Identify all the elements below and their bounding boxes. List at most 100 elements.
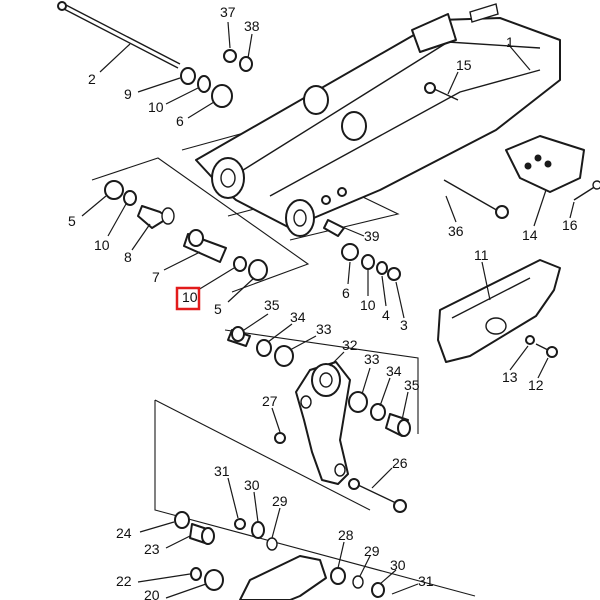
callout-35-left: 35 <box>264 297 280 313</box>
callout-12: 12 <box>528 377 544 393</box>
bolt-26-shank <box>355 483 399 505</box>
upper-boss-left <box>303 85 329 115</box>
leader-5-left <box>81 195 107 217</box>
callout-30-left: 30 <box>244 477 260 493</box>
leader-34-right <box>379 377 391 407</box>
callout-5-left: 5 <box>68 213 76 229</box>
bolt-15-shank <box>431 87 459 101</box>
leader-31-right <box>391 583 419 595</box>
leader-36 <box>445 195 457 223</box>
relay-arm <box>295 361 351 485</box>
leader-7 <box>163 251 201 271</box>
chain-guide-hole-3 <box>524 162 532 170</box>
leader-10-left <box>107 203 127 237</box>
rear-link-slot <box>451 277 531 319</box>
assembly-box-lower-left <box>154 400 476 597</box>
callout-7: 7 <box>152 269 160 285</box>
callout-22: 22 <box>116 573 132 589</box>
collar-9 <box>180 67 196 85</box>
leader-13 <box>509 345 529 371</box>
leader-4 <box>381 275 387 307</box>
bolt-26-nut <box>348 478 360 490</box>
callout-10-highlighted: 10 <box>182 289 198 305</box>
leader-26 <box>371 467 393 489</box>
upper-boss-right <box>341 111 367 141</box>
nut-3 <box>387 267 401 281</box>
leader-3 <box>395 281 405 319</box>
swingarm-bracket <box>411 13 457 53</box>
leader-29-right <box>359 555 371 577</box>
callout-14: 14 <box>522 227 538 243</box>
leader-2 <box>99 43 131 73</box>
left-bushing-set <box>104 180 268 281</box>
collar-8-end <box>161 207 175 225</box>
leader-11 <box>481 261 491 301</box>
pivot-shaft-body <box>61 7 179 69</box>
callout-34-right: 34 <box>386 363 402 379</box>
washer-38 <box>239 56 253 72</box>
leader-10-lower <box>197 267 235 291</box>
callout-26: 26 <box>392 455 408 471</box>
leader-33-left <box>289 335 317 351</box>
callout-39: 39 <box>364 228 380 244</box>
washer-30-right <box>371 582 385 598</box>
callout-10-center: 10 <box>360 297 376 313</box>
pin-7-head <box>188 229 204 247</box>
bearing-33-left <box>274 345 294 367</box>
collar-8 <box>137 205 169 229</box>
swingarm-rib-bottom <box>269 69 541 197</box>
leader-23 <box>165 535 191 549</box>
collar-35-right-end <box>397 419 411 437</box>
leader-35-left <box>243 313 269 331</box>
callout-4: 4 <box>382 307 390 323</box>
callout-33-left: 33 <box>316 321 332 337</box>
pivot-shaft-head <box>57 1 67 11</box>
callout-27: 27 <box>262 393 278 409</box>
leader-33-right <box>361 367 371 395</box>
callout-6-upper: 6 <box>176 113 184 129</box>
oring-29-right <box>352 575 364 589</box>
leader-38 <box>247 33 253 59</box>
callout-34-left: 34 <box>290 309 306 325</box>
chain-guide-hole-1 <box>534 154 542 162</box>
leader-24 <box>139 521 175 533</box>
seal-24 <box>174 511 190 529</box>
chain-guide-hole-2 <box>544 160 552 168</box>
seal-34-left <box>256 339 272 357</box>
center-hardware <box>321 187 401 281</box>
bushing-23-end <box>201 527 215 545</box>
leader-6-upper <box>187 101 215 119</box>
washer-30-left <box>251 521 265 539</box>
lower-arm <box>190 555 327 600</box>
rear-link-hole <box>485 317 507 335</box>
upper-pivot-hardware <box>180 49 253 108</box>
callout-23: 23 <box>144 541 160 557</box>
assembly-box-link <box>224 329 419 434</box>
chain-guide <box>505 135 585 193</box>
relay-arm-body <box>295 361 351 485</box>
callout-35-right: 35 <box>404 377 420 393</box>
relay-arm-hole-upper <box>300 395 312 409</box>
bolt-36-shank <box>443 179 501 213</box>
pivot-hole-left <box>220 168 236 188</box>
collar-22 <box>190 567 202 581</box>
callout-30-right: 30 <box>390 557 406 573</box>
relay-hardware-right <box>348 391 411 437</box>
callout-3: 3 <box>400 317 408 333</box>
bearing-20 <box>204 569 224 591</box>
rear-link <box>437 259 561 363</box>
washer-10-lower <box>233 256 247 272</box>
callout-2: 2 <box>88 71 96 87</box>
lower-arm-body <box>239 555 327 600</box>
leader-27 <box>271 407 281 433</box>
bolt-16-shank <box>573 185 597 201</box>
bolt-13 <box>525 335 535 345</box>
callout-9: 9 <box>124 86 132 102</box>
lower-hardware <box>174 511 385 598</box>
swingarm-frame <box>195 3 561 237</box>
callout-10-left: 10 <box>94 237 110 253</box>
callout-24: 24 <box>116 525 132 541</box>
bolt-36-head <box>495 205 509 219</box>
washer-10-upper <box>197 75 211 93</box>
pivot-hole-right <box>293 209 307 227</box>
